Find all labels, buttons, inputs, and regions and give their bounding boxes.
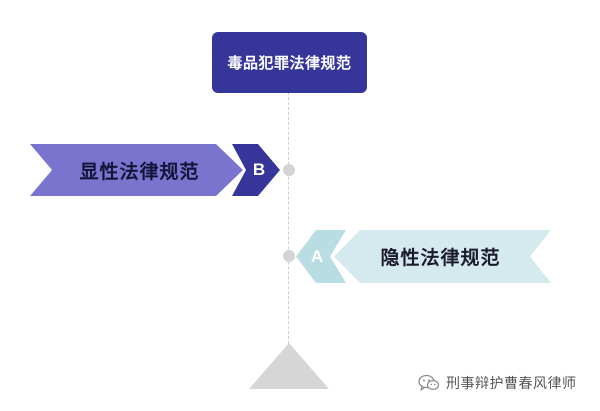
timeline-line xyxy=(288,92,289,354)
base-triangle xyxy=(249,343,329,389)
explicit-norm-label: 显性法律规范 xyxy=(79,160,200,183)
watermark-text: 刑事辩护曹春风律师 xyxy=(446,376,577,392)
watermark: 刑事辩护曹春风律师 xyxy=(418,373,577,393)
wechat-icon xyxy=(418,374,440,392)
implicit-norm-chevron: 隐性法律规范 xyxy=(334,230,551,283)
explicit-norm-chevron: 显性法律规范 xyxy=(30,144,243,196)
diagram-title-text: 毒品犯罪法律规范 xyxy=(227,54,352,72)
diagram-title: 毒品犯罪法律规范 xyxy=(212,32,367,93)
timeline-dot-b xyxy=(283,164,295,176)
badge-a-letter: A xyxy=(310,246,324,266)
badge-b-letter: B xyxy=(252,160,266,179)
implicit-norm-label: 隐性法律规范 xyxy=(380,247,501,269)
timeline-dot-a xyxy=(283,250,295,262)
